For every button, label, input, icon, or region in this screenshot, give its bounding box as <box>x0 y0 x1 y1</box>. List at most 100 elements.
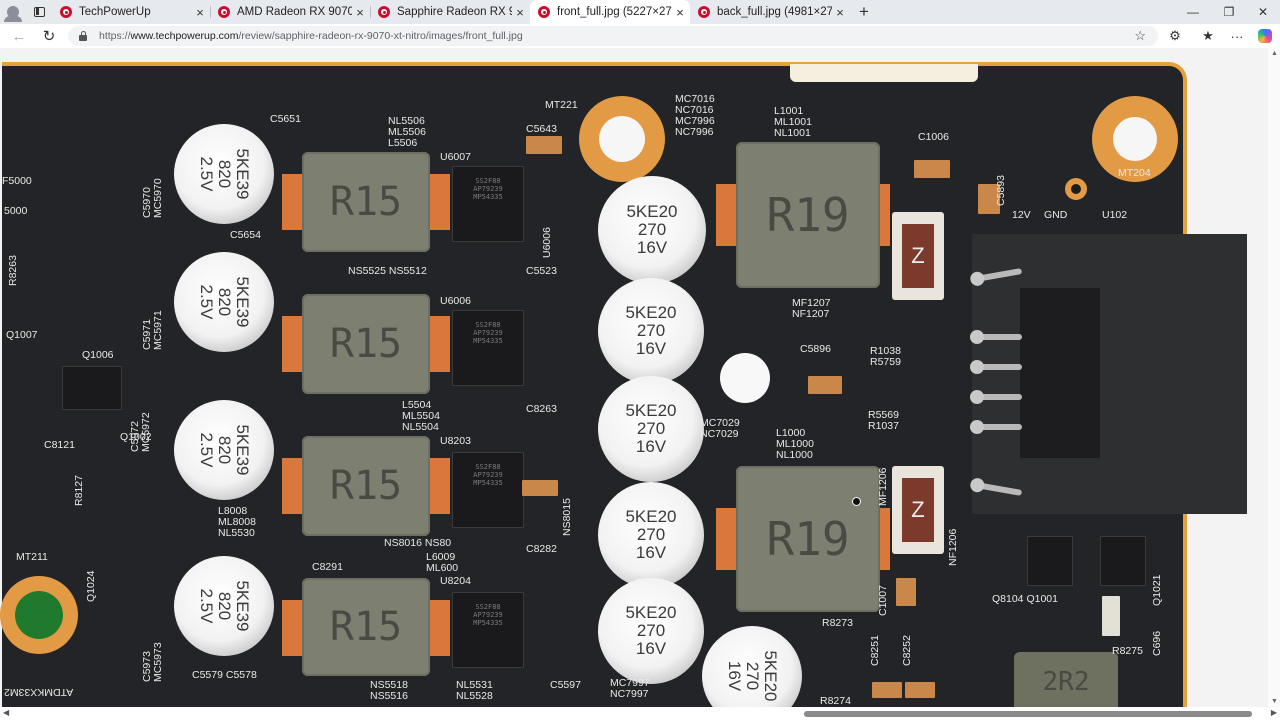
scroll-left-icon[interactable]: ◀ <box>3 708 10 717</box>
silkscreen-label: Q8104 Q1001 <box>992 593 1058 605</box>
silkscreen-label: C8121 <box>44 439 75 451</box>
silkscreen-label: C5643 <box>526 123 557 135</box>
silkscreen-label: U8203 <box>440 435 471 447</box>
silkscreen-label: C5973 MC5973 <box>141 642 164 682</box>
close-window-button[interactable]: ✕ <box>1257 5 1269 19</box>
silkscreen-label: U6006 <box>541 227 553 258</box>
lock-icon[interactable] <box>78 31 88 41</box>
mounting-hole-mt204 <box>1092 96 1178 182</box>
scroll-up-icon[interactable]: ▲ <box>1271 50 1278 57</box>
silkscreen-label: U102 <box>1102 209 1128 221</box>
tab-back-full[interactable]: back_full.jpg (4981×2737) × <box>690 0 850 24</box>
silkscreen-label: MT204 <box>1118 167 1151 179</box>
mouse-cursor-icon <box>852 497 861 506</box>
tab-close-icon[interactable]: × <box>516 4 524 20</box>
silkscreen-label: ATDMKX33M2 <box>4 686 74 698</box>
copilot-icon[interactable] <box>1250 24 1280 48</box>
silkscreen-label: GND <box>1044 209 1068 221</box>
silkscreen-label: Q1024 <box>85 570 97 602</box>
silkscreen-label: L1001 ML1001 NL1001 <box>774 105 812 139</box>
navigation-toolbar: ← ↻ https://www.techpowerup.com/review/s… <box>0 24 1280 48</box>
tab-front-full[interactable]: front_full.jpg (5227×2700) × <box>530 0 690 24</box>
silkscreen-label: C5654 <box>230 229 261 241</box>
favorites-icon[interactable]: ★ <box>1202 28 1214 43</box>
silkscreen-label: C8263 <box>526 403 557 415</box>
silkscreen-label: NF1206 <box>947 528 959 566</box>
tab-close-icon[interactable]: × <box>196 4 204 20</box>
silkscreen-label: R5569 R1037 <box>868 409 899 432</box>
tab-strip: TechPowerUp × AMD Radeon RX 9070 XT Spec… <box>0 0 1280 24</box>
scroll-down-icon[interactable]: ▼ <box>1271 698 1278 705</box>
silkscreen-label: R8127 <box>73 475 85 506</box>
via-pad <box>1065 178 1087 200</box>
silkscreen-label: 12V <box>1012 209 1031 221</box>
smd-capacitor <box>522 480 558 496</box>
silkscreen-label: L5504 ML5504 NL5504 <box>402 399 440 433</box>
choke-inductor: 2R2 <box>1014 652 1118 707</box>
silkscreen-label: R8273 <box>822 617 853 629</box>
silkscreen-label: MF1206 <box>877 467 889 506</box>
silkscreen-label: 5000 <box>4 205 28 217</box>
url-text[interactable]: https://www.techpowerup.com/review/sapph… <box>99 30 523 42</box>
silkscreen-label: C8291 <box>312 561 343 573</box>
silkscreen-label: C5972 MC5972 <box>129 412 152 452</box>
techpowerup-favicon-icon <box>218 6 230 18</box>
profile-icon[interactable] <box>0 0 26 24</box>
tab-amd-specs[interactable]: AMD Radeon RX 9070 XT Specs | TechPowerU… <box>210 0 371 24</box>
ic-chip <box>62 366 122 410</box>
techpowerup-favicon-icon <box>538 6 550 18</box>
maximize-button[interactable]: ❐ <box>1223 5 1235 19</box>
fuse: Z <box>892 466 944 554</box>
vertical-scrollbar[interactable]: ▲ ▼ <box>1268 48 1280 707</box>
tab-close-icon[interactable]: × <box>676 4 684 20</box>
tab-actions-icon[interactable] <box>26 0 52 24</box>
smd-capacitor <box>872 682 902 698</box>
silkscreen-label: MF1207 NF1207 <box>792 297 831 320</box>
tab-techpowerup[interactable]: TechPowerUp × <box>52 0 211 24</box>
silkscreen-label: C5971 MC5971 <box>141 310 164 350</box>
tab-close-icon[interactable]: × <box>356 4 364 20</box>
horizontal-scroll-thumb[interactable] <box>804 711 1252 717</box>
extensions-icon[interactable]: ⚙ <box>1169 28 1181 43</box>
silkscreen-label: C8251 <box>869 635 881 666</box>
silkscreen-label: U8204 <box>440 575 471 587</box>
silkscreen-label: C5523 <box>526 265 557 277</box>
silkscreen-label: C1007 <box>877 585 889 616</box>
silkscreen-label: Q1021 <box>1151 574 1163 606</box>
more-menu-icon[interactable]: ··· <box>1230 28 1244 44</box>
choke-inductor: R19 <box>716 142 890 288</box>
power-connector <box>969 234 1247 514</box>
choke-inductor: R15 <box>282 294 450 394</box>
smd-capacitor <box>914 160 950 178</box>
smd-capacitor <box>905 682 935 698</box>
silkscreen-label: C5597 <box>550 679 581 691</box>
silkscreen-label: C696 <box>1151 630 1163 656</box>
reload-button[interactable]: ↻ <box>42 28 56 45</box>
address-bar[interactable]: https://www.techpowerup.com/review/sapph… <box>68 26 1158 46</box>
new-tab-button[interactable]: + <box>859 2 869 21</box>
silkscreen-label: C5970 MC5970 <box>141 178 164 218</box>
silkscreen-label: C1006 <box>918 131 949 143</box>
back-button[interactable]: ← <box>11 27 27 45</box>
minimize-button[interactable]: — <box>1187 5 1199 19</box>
silkscreen-label: U6007 <box>440 151 471 163</box>
silkscreen-label: C8252 <box>901 635 913 666</box>
silkscreen-label: Q1006 <box>82 349 114 361</box>
silkscreen-label: C5579 C5578 <box>192 669 257 681</box>
silkscreen-label: NS5518 NS5516 <box>370 679 408 702</box>
tab-sapphire-review[interactable]: Sapphire Radeon RX 9070 XT Nitro × <box>370 0 530 24</box>
scroll-right-icon[interactable]: ▶ <box>1270 708 1277 717</box>
add-favorite-icon[interactable]: ☆ <box>1134 28 1146 43</box>
silkscreen-label: C5651 <box>270 113 301 125</box>
horizontal-scrollbar[interactable]: ◀ ▶ <box>0 707 1280 720</box>
tab-close-icon[interactable]: × <box>836 4 844 20</box>
